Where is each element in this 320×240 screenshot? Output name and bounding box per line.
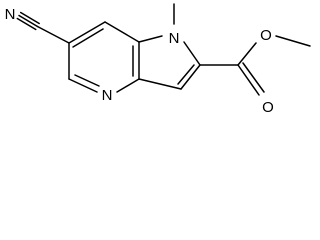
carbonyl-oxygen-label: O — [262, 99, 274, 116]
carbonyl-to-ester-oxygen-bond — [237, 42, 257, 66]
ring-bond-c7-c7a — [104, 21, 140, 43]
ring-bond-c7a-n1 — [138, 35, 163, 43]
ester-oxygen-to-methyl-bond — [275, 35, 311, 47]
nitrile-triple-bond — [16, 11, 40, 31]
nitrile-bond-line-2 — [19, 11, 40, 25]
nitrile-to-ring-bond — [36, 25, 70, 44]
ring-bond-c6-c7 — [68, 21, 106, 44]
ring-bond-c2-c3-inner — [177, 64, 195, 85]
structure-drawing: N N N O O — [5, 3, 311, 116]
ester-oxygen-label: O — [260, 27, 272, 44]
ring-bond-c2-c3 — [180, 64, 201, 90]
pyrrole-nitrogen-label: N — [169, 30, 180, 47]
nitrile-bond-line-3 — [16, 17, 37, 31]
nitrile-nitrogen-label: N — [5, 6, 16, 23]
ring-bond-n1-c2 — [183, 41, 201, 66]
ring-bond-n4-c5-inner — [74, 74, 100, 87]
pyridine-nitrogen-label: N — [102, 87, 113, 104]
carbonyl-double-bond-line-1 — [237, 64, 260, 96]
ring-bond-n4-c5 — [68, 78, 98, 93]
molecule-diagram: N N N O O — [0, 0, 312, 122]
ring-bond-c3a-n4 — [116, 78, 140, 93]
ring-bond-c6-c7-inner — [72, 28, 104, 48]
nitrile-bond-line-1 — [18, 14, 39, 28]
ring-bond-c3-c3a — [138, 78, 182, 90]
carbonyl-double-bond-line-2 — [242, 62, 265, 93]
